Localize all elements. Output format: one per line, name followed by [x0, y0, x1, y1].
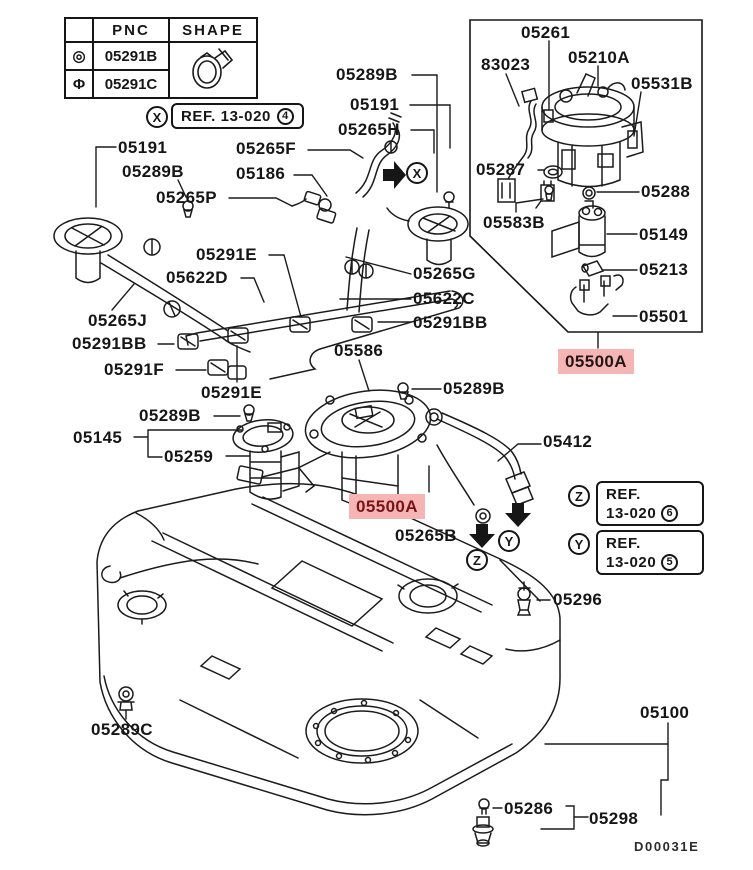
x-direction-arrow [383, 161, 406, 189]
pipe-assembly-drawing [177, 112, 469, 380]
ref-page-number: 4 [276, 107, 294, 125]
part-label: 05287 [476, 160, 526, 179]
leader-lines [95, 40, 669, 830]
part-label: 05289B [336, 65, 398, 84]
x-marker-diagram: X [406, 162, 428, 184]
y-marker-legend: Y [568, 533, 590, 555]
part-label: 05265P [156, 188, 218, 207]
part-label: 05289B [443, 379, 505, 398]
ref-note-x: REF. 13-020 4 [171, 103, 304, 129]
part-label: 05100 [640, 703, 690, 722]
z-direction-arrow [469, 524, 495, 548]
ref-text: REF. [606, 485, 641, 503]
part-label-highlighted: 05500A [558, 349, 634, 374]
pnc-value: 05291B [92, 41, 170, 71]
part-label: 05265F [236, 139, 297, 158]
shape-header: SHAPE [168, 17, 258, 43]
part-label: 05586 [334, 341, 384, 360]
part-label: 05291E [196, 245, 258, 264]
table-corner-cell [64, 17, 94, 43]
part-label: 05210A [568, 48, 630, 67]
part-label: 05296 [553, 590, 603, 609]
part-label: 05191 [118, 138, 168, 157]
part-label: 05145 [73, 428, 123, 447]
part-label: 05186 [236, 164, 286, 183]
part-label: 05265B [395, 526, 457, 545]
ref-text: REF. [606, 534, 641, 552]
ref-text: REF. 13-020 [181, 107, 271, 125]
part-label: 05286 [504, 799, 554, 818]
part-label: 05622C [413, 289, 475, 308]
ref-note-y: REF. 13-020 5 [596, 530, 704, 575]
parts-box-outline [469, 19, 703, 333]
part-label: 05531B [631, 74, 693, 93]
clamp-symbol-a: ◎ [64, 41, 94, 71]
part-label: 05289B [122, 162, 184, 181]
part-label: 05298 [589, 809, 639, 828]
part-label-highlighted: 05500A [349, 494, 425, 519]
pnc-value: 05291C [92, 69, 170, 99]
filler-cap-drawing [53, 200, 229, 340]
ref-page-number: 6 [661, 504, 679, 522]
clamp-shape-cell [168, 41, 258, 99]
part-label: 05289C [91, 720, 153, 739]
fuel-gauge-unit-drawing [232, 404, 316, 500]
fuel-pump-assembly-drawing [236, 382, 534, 524]
diagram-code: D00031E [634, 839, 700, 854]
ref-page-number: 5 [661, 553, 679, 571]
pnc-shape-table: PNC SHAPE ◎ 05291B Φ 05291C [64, 17, 258, 99]
part-label: 05412 [543, 432, 593, 451]
part-label: 05291E [201, 383, 263, 402]
part-label: 05291F [104, 360, 165, 379]
part-label: 05583B [483, 213, 545, 232]
part-label: 05289B [139, 406, 201, 425]
part-label: 05191 [350, 95, 400, 114]
part-label: 05265G [413, 264, 476, 283]
z-marker-legend: Z [568, 485, 590, 507]
x-marker-legend: X [146, 106, 168, 128]
part-label: 05288 [641, 182, 691, 201]
part-label: 05501 [639, 307, 689, 326]
y-marker-diagram: Y [498, 530, 520, 552]
part-label: 05265H [338, 120, 400, 139]
pnc-header: PNC [92, 17, 170, 43]
part-label: 05149 [639, 225, 689, 244]
part-label: 05265J [88, 311, 148, 330]
ref-text: 13-020 [606, 553, 657, 571]
part-label: 05259 [164, 447, 214, 466]
part-label: 83023 [481, 55, 531, 74]
table-row: ◎ 05291B [64, 41, 258, 99]
fuel-tank-drawing [96, 482, 561, 816]
direction-arrows [383, 161, 531, 548]
clamp-icon [192, 48, 234, 89]
y-direction-arrow [505, 503, 531, 527]
clamp-symbol-b: Φ [64, 69, 94, 99]
small-parts-drawings [117, 581, 532, 847]
z-marker-diagram: Z [466, 549, 488, 571]
table-row: Φ 05291C [64, 69, 257, 99]
ref-text: 13-020 [606, 504, 657, 522]
part-label: 05622D [166, 268, 228, 287]
part-label: 05291BB [72, 334, 147, 353]
part-label: 05261 [521, 23, 571, 42]
ref-note-z: REF. 13-020 6 [596, 481, 704, 526]
part-label: 05213 [639, 260, 689, 279]
pump-module-drawing [497, 73, 644, 316]
part-label: 05291BB [413, 313, 488, 332]
